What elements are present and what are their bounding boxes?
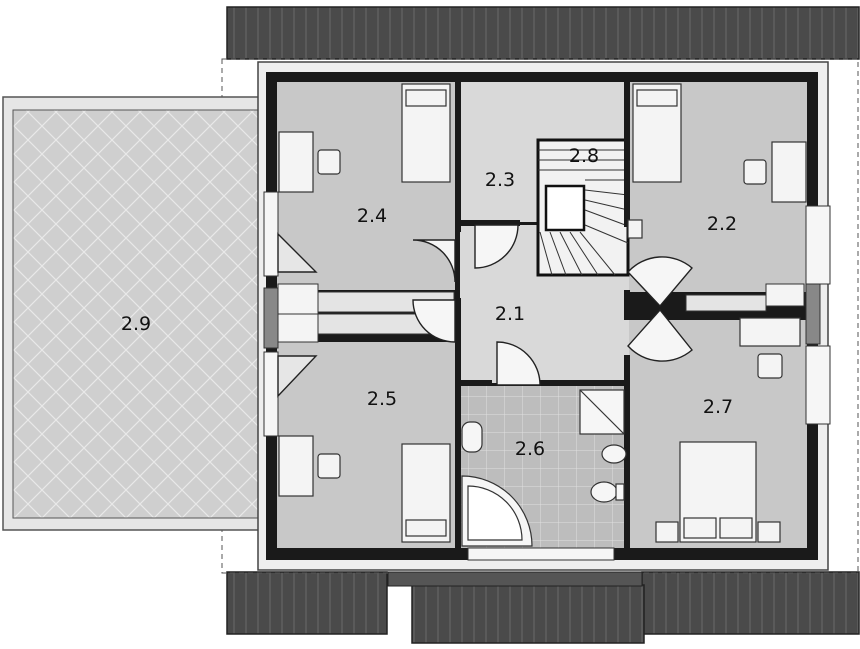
room-label-2-7: 2.7	[703, 396, 733, 418]
room-label-2-5: 2.5	[367, 388, 397, 410]
desk-room-2-7	[739, 317, 801, 379]
roof-bottom-left	[226, 571, 388, 635]
dormer-roof	[411, 584, 645, 644]
room-label-2-9: 2.9	[121, 313, 151, 335]
bed-room-2-5	[401, 443, 451, 543]
roof-bottom-right	[641, 571, 860, 635]
room-label-2-3: 2.3	[485, 169, 515, 191]
dormer-front	[387, 571, 643, 587]
bed-room-2-7	[655, 441, 781, 543]
desk-room-2-2	[627, 141, 807, 239]
stair-core	[544, 184, 586, 232]
room-label-2-8: 2.8	[569, 145, 599, 167]
bed-room-2-4	[401, 83, 451, 183]
doors	[277, 224, 693, 398]
desk-room-2-5	[278, 435, 341, 497]
room-labels: 2.1 2.2 2.3 2.4 2.5 2.6 2.7 2.8 2.9	[121, 145, 737, 460]
desk-room-2-4	[278, 131, 341, 193]
bathroom-fixtures	[461, 389, 627, 547]
room-label-2-4: 2.4	[357, 205, 387, 227]
windows	[263, 191, 831, 561]
terrace-floor	[12, 109, 260, 519]
room-label-2-2: 2.2	[707, 213, 737, 235]
roof-top	[226, 6, 860, 60]
room-label-2-6: 2.6	[515, 438, 545, 460]
room-label-2-1: 2.1	[495, 303, 525, 325]
stair-treads	[538, 149, 629, 276]
bed-room-2-2	[632, 83, 682, 183]
